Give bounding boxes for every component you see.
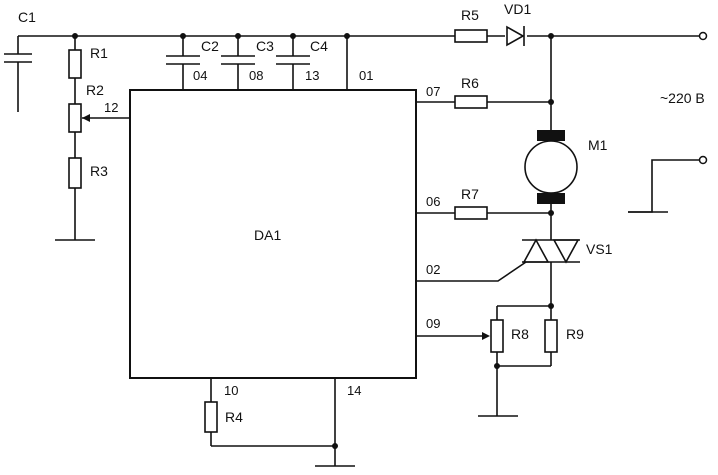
supply-terminal-bottom: [698, 155, 708, 165]
pin-label-12: 12: [104, 100, 118, 115]
resistor-r5: [454, 29, 488, 43]
junction-dot: [494, 363, 500, 369]
pin-label-13: 13: [305, 68, 319, 83]
pin-label-08: 08: [249, 68, 263, 83]
label-da1: DA1: [254, 227, 281, 243]
label-r3: R3: [90, 163, 108, 179]
capacitor-c4: [276, 36, 310, 90]
pin-label-06: 06: [426, 194, 440, 209]
triac-vs1: [522, 238, 580, 306]
junction-dot: [332, 443, 338, 449]
resistor-r1: [68, 36, 82, 104]
resistor-r7: [454, 206, 488, 220]
supply-label: ~220 В: [660, 90, 705, 106]
resistor-r4: [204, 378, 335, 447]
pin-label-01: 01: [359, 68, 373, 83]
label-m1: M1: [588, 137, 608, 153]
label-r4: R4: [225, 409, 243, 425]
label-r6: R6: [461, 75, 479, 91]
label-r2: R2: [86, 82, 104, 98]
label-vs1: VS1: [586, 241, 613, 257]
diode-vd1: [506, 25, 525, 47]
potentiometer-r2: [68, 103, 130, 158]
pin-label-10: 10: [224, 383, 238, 398]
potentiometer-r8: [416, 306, 504, 416]
label-c1: C1: [18, 9, 36, 25]
label-r8: R8: [511, 326, 529, 342]
resistor-r6: [454, 95, 488, 109]
pin-label-14: 14: [347, 383, 361, 398]
supply-return-wire: [628, 159, 700, 213]
wire-pin02-gate: [416, 261, 527, 282]
capacitor-c2: [166, 36, 200, 90]
pin-label-04: 04: [193, 68, 207, 83]
junction-dot: [548, 99, 554, 105]
capacitor-c3: [221, 36, 255, 90]
label-vd1: VD1: [504, 1, 531, 17]
resistor-r9: [497, 306, 558, 367]
motor-m1: [524, 130, 578, 204]
label-r5: R5: [461, 7, 479, 23]
chip-da1: [129, 89, 417, 379]
supply-terminal-top: [698, 31, 708, 41]
label-r9: R9: [566, 326, 584, 342]
pin-label-09: 09: [426, 316, 440, 331]
label-c4: C4: [310, 38, 328, 54]
label-c3: C3: [256, 38, 274, 54]
label-c2: C2: [201, 38, 219, 54]
label-r7: R7: [461, 186, 479, 202]
resistor-r3: [55, 157, 95, 241]
pin-label-07: 07: [426, 84, 440, 99]
capacitor-c1: [4, 36, 32, 112]
label-r1: R1: [90, 45, 108, 61]
pin-label-02: 02: [426, 262, 440, 277]
